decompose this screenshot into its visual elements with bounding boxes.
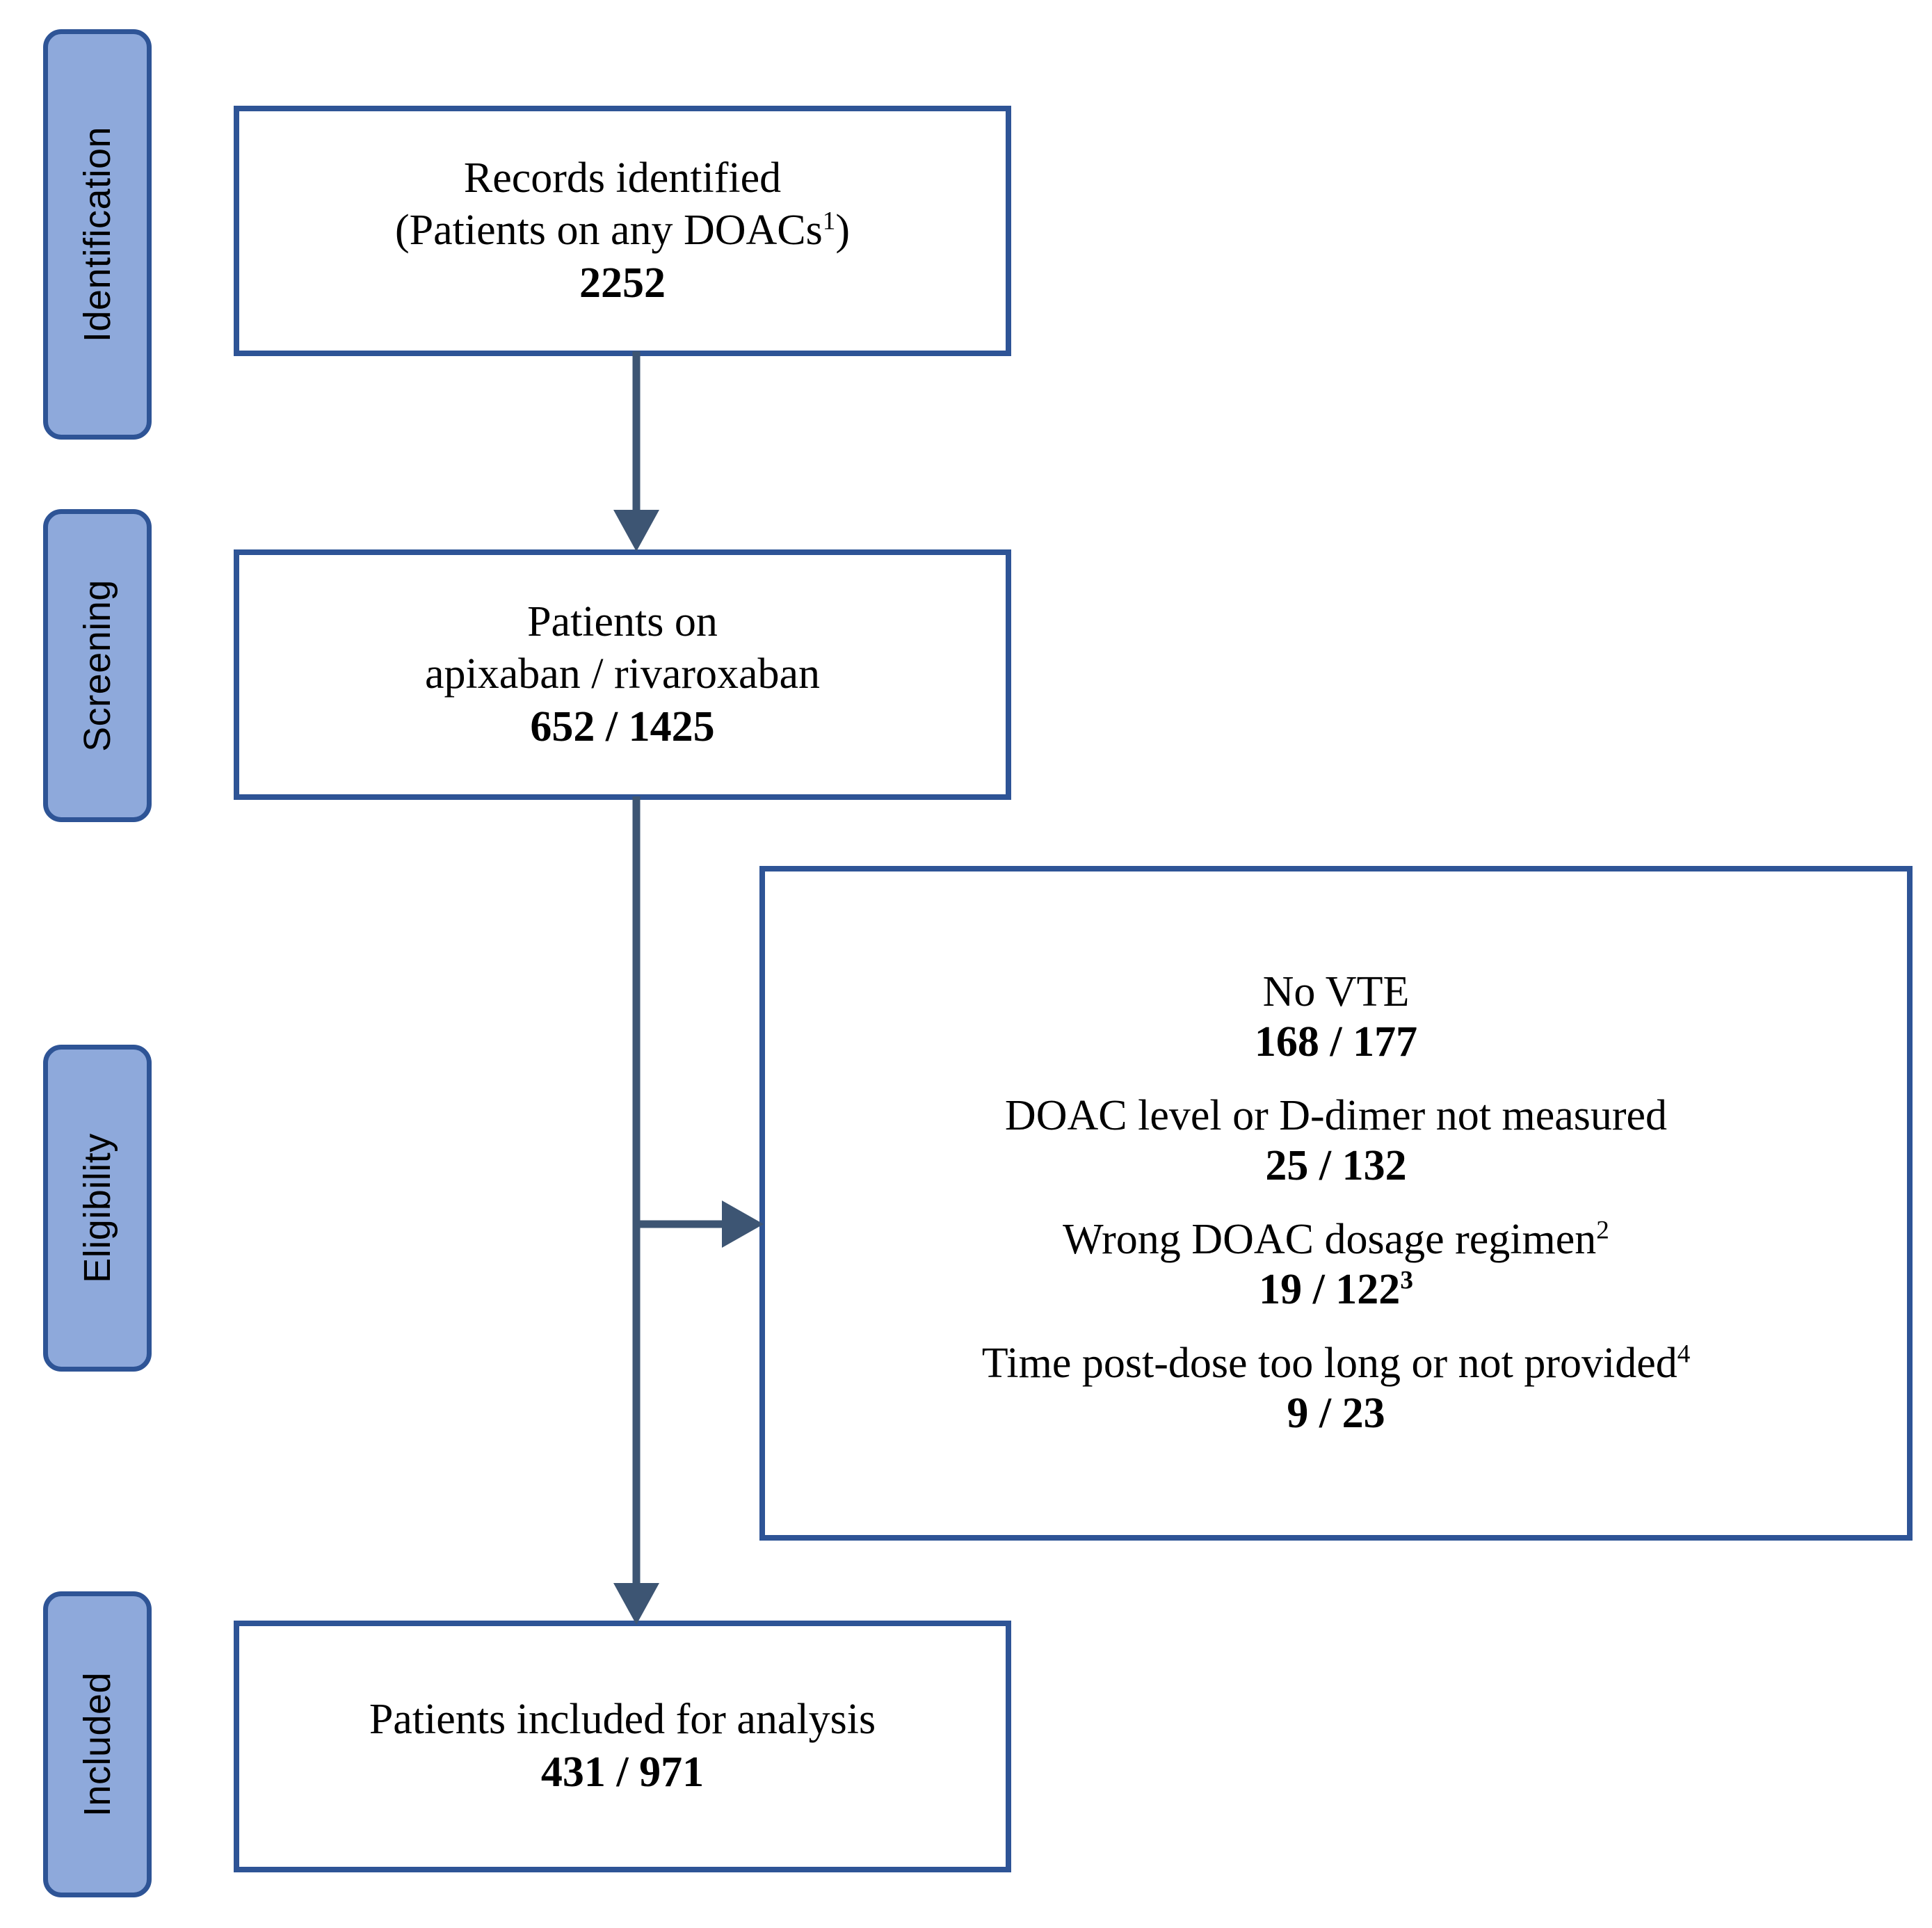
connector-identified-to-screened	[598, 351, 675, 554]
stage-label-eligibility: Eligibility	[77, 1133, 119, 1283]
footnote-marker-3: 3	[1400, 1266, 1413, 1295]
exclusion-count-text: 168 / 177	[1254, 1018, 1418, 1066]
exclusion-count: 19 / 1223	[1063, 1265, 1609, 1315]
exclusion-count: 25 / 132	[1005, 1141, 1667, 1191]
exclusion-reason: Time post-dose too long or not provided4	[982, 1339, 1691, 1389]
records-identified-subtitle-pre: (Patients on any DOACs	[394, 207, 823, 255]
footnote-marker-1: 1	[822, 207, 836, 236]
footnote-marker-4: 4	[1677, 1340, 1691, 1369]
exclusion-reason: DOAC level or D-dimer not measured	[1005, 1091, 1667, 1141]
patients-screened-drugs: apixaban / rivaroxaban	[424, 650, 821, 698]
footnote-marker-2: 2	[1596, 1216, 1609, 1245]
exclusion-item: No VTE 168 / 177	[1255, 967, 1417, 1068]
stage-label-included: Included	[77, 1671, 119, 1817]
stage-pill-identification: Identification	[43, 29, 152, 440]
exclusion-reason-text: No VTE	[1262, 968, 1410, 1016]
exclusion-reason-text: DOAC level or D-dimer not measured	[1004, 1092, 1668, 1140]
exclusion-reason: No VTE	[1255, 967, 1417, 1018]
stage-pill-eligibility: Eligibility	[43, 1045, 152, 1372]
patients-screened-title: Patients on	[527, 597, 718, 645]
patients-screened-count: 652 / 1425	[530, 702, 715, 750]
exclusion-count-text: 9 / 23	[1287, 1389, 1385, 1437]
stage-pill-included: Included	[43, 1591, 152, 1897]
patients-included-title: Patients included for analysis	[369, 1696, 876, 1744]
records-identified-count: 2252	[579, 259, 666, 307]
patients-included-count: 431 / 971	[540, 1749, 705, 1796]
stage-label-identification: Identification	[77, 126, 119, 343]
records-identified-title: Records identified	[463, 154, 782, 202]
connector-screened-to-exclusions	[634, 1182, 770, 1266]
box-patients-included: Patients included for analysis 431 / 971	[234, 1621, 1011, 1872]
records-identified-subtitle: (Patients on any DOACs1)	[395, 204, 850, 257]
connector-screened-to-included	[598, 796, 675, 1628]
exclusion-reason: Wrong DOAC dosage regimen2	[1063, 1215, 1609, 1265]
exclusion-count-text: 25 / 132	[1265, 1142, 1407, 1190]
exclusion-item: DOAC level or D-dimer not measured 25 / …	[1005, 1091, 1667, 1191]
box-exclusions: No VTE 168 / 177 DOAC level or D-dimer n…	[759, 866, 1913, 1541]
box-records-identified: Records identified (Patients on any DOAC…	[234, 106, 1011, 356]
exclusion-item: Wrong DOAC dosage regimen2 19 / 1223	[1063, 1215, 1609, 1315]
exclusion-count: 9 / 23	[982, 1389, 1691, 1439]
stage-label-screening: Screening	[77, 579, 119, 752]
stage-pill-screening: Screening	[43, 509, 152, 822]
exclusion-item: Time post-dose too long or not provided4…	[982, 1339, 1691, 1439]
exclusion-count-text: 19 / 122	[1259, 1265, 1401, 1313]
records-identified-subtitle-post: )	[835, 207, 851, 255]
box-patients-screened: Patients on apixaban / rivaroxaban 652 /…	[234, 549, 1011, 800]
exclusion-count: 168 / 177	[1255, 1018, 1417, 1068]
exclusion-reason-text: Time post-dose too long or not provided	[981, 1339, 1677, 1387]
exclusion-reason-text: Wrong DOAC dosage regimen	[1063, 1216, 1597, 1263]
